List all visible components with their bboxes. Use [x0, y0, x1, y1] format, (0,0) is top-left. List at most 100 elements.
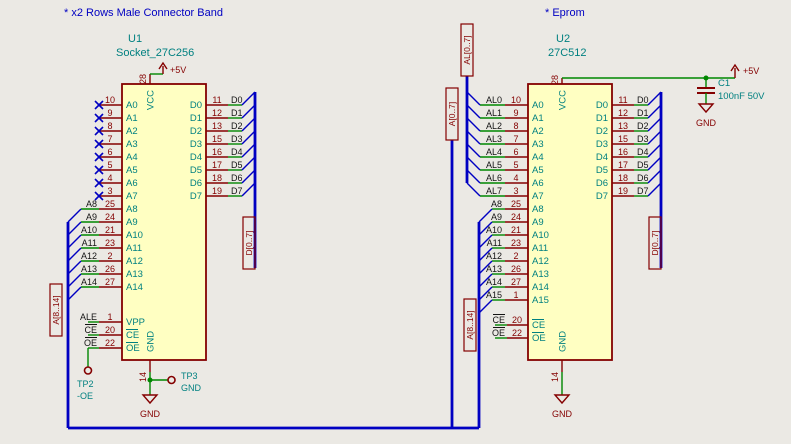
no-connect-icon: [94, 165, 104, 175]
pin-name: D6: [596, 178, 608, 189]
pin-name: A14: [126, 282, 143, 293]
pin-number: 25: [105, 199, 115, 209]
c1-value[interactable]: 100nF 50V: [718, 91, 765, 102]
bus-entry: [478, 221, 493, 236]
u2-value[interactable]: 27C512: [548, 47, 587, 59]
global-label-a8-14-u2[interactable]: A[8..14]: [463, 298, 477, 352]
capacitor-c1[interactable]: GND C1 100nF 50V: [696, 78, 765, 128]
u1-value[interactable]: Socket_27C256: [116, 47, 194, 59]
pin-number: 22: [105, 338, 115, 348]
component-u1[interactable]: U1 Socket_27C256 28 VCC 14 GND: [116, 33, 207, 382]
testpoint-tp2[interactable]: TP2 -OE: [77, 348, 94, 401]
net-label: CE: [492, 315, 505, 325]
net-label: D3: [637, 134, 649, 144]
pin-name: D1: [190, 113, 202, 124]
pin-number: 2: [513, 251, 518, 261]
global-label-d0-7-u2[interactable]: D[0..7]: [648, 216, 662, 270]
pin-name: A9: [532, 217, 544, 228]
global-label-al0-7[interactable]: AL[0..7]: [460, 23, 474, 77]
u1-body[interactable]: [121, 83, 207, 361]
u2-power-gnd[interactable]: GND: [552, 372, 573, 419]
u1-reference[interactable]: U1: [128, 33, 142, 45]
pin-name: A4: [532, 152, 544, 163]
u1-gnd-pin-number: 14: [138, 372, 148, 382]
testpoint-tp3[interactable]: TP3 GND: [150, 371, 202, 393]
u1-power-5v[interactable]: +5V: [150, 61, 186, 75]
pin-number: 16: [212, 147, 222, 157]
u2-vcc-pin-number: 28: [550, 75, 560, 85]
net-label: AL6: [486, 173, 502, 183]
net-label: D4: [637, 147, 649, 157]
c1-reference[interactable]: C1: [718, 78, 730, 89]
global-label-a8-14-u1[interactable]: A[8..14]: [49, 283, 63, 337]
u2-body[interactable]: [527, 83, 613, 361]
pin-name: A2: [126, 126, 138, 137]
net-label: A12: [81, 251, 97, 261]
pin-number: 10: [105, 95, 115, 105]
comment-right[interactable]: * Eprom: [545, 7, 585, 19]
component-u2[interactable]: U2 27C512 28 VCC 14 GND: [527, 33, 613, 382]
global-label-d0-7-u1[interactable]: D[0..7]: [242, 216, 256, 270]
comment-left[interactable]: * x2 Rows Male Connector Band: [64, 7, 223, 19]
u2-reference[interactable]: U2: [556, 33, 570, 45]
pin-name: A7: [126, 191, 138, 202]
global-label-a0-7[interactable]: A[0..7]: [445, 87, 459, 141]
bus-entry: [466, 169, 481, 184]
bus-entry: [67, 273, 82, 288]
pin-number: 19: [618, 186, 628, 196]
